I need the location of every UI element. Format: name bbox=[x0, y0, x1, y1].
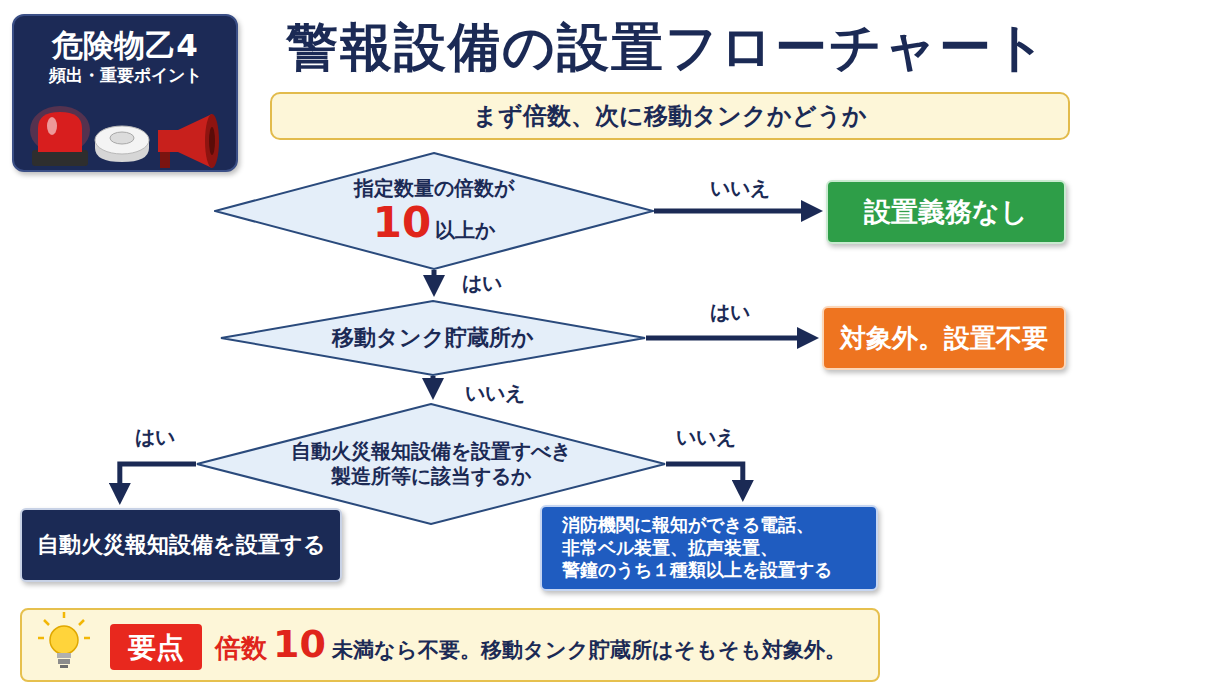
bulb-ray bbox=[44, 620, 49, 625]
edge-label: はい bbox=[462, 270, 502, 297]
text-row: 倍数10未満なら不要。移動タンク貯蔵所はそもそも対象外。 bbox=[215, 624, 846, 666]
speaker-cone bbox=[209, 127, 215, 155]
text-row: 自動火災報知設備を設置する bbox=[37, 531, 326, 559]
result-box: 消防機関に報知ができる電話、 非常ベル装置、拡声装置、 警鐘のうち１種類以上を設… bbox=[540, 505, 878, 591]
text-row: 10以上か bbox=[373, 201, 495, 245]
bulb-ray bbox=[79, 620, 84, 625]
speaker-icon bbox=[158, 114, 219, 168]
node-content: 指定数量の倍数が10以上か bbox=[214, 152, 654, 270]
node-text: 設置義務なし bbox=[864, 195, 1028, 229]
diamond-outline bbox=[214, 152, 654, 270]
node-text: 要点 bbox=[128, 630, 184, 665]
detector-side bbox=[95, 140, 149, 162]
node-text: 未満なら不要。移動タンク貯蔵所はそもそも対象外。 bbox=[332, 637, 846, 663]
node-text: 指定数量の倍数が bbox=[354, 176, 514, 201]
siren-base bbox=[32, 150, 88, 166]
result-box: 自動火災報知設備を設置する bbox=[20, 508, 342, 582]
node-content: 要点 bbox=[110, 624, 202, 670]
node-content: 危険物乙4頻出・重要ポイント bbox=[14, 16, 236, 170]
diamond-shape bbox=[215, 153, 653, 269]
result-box: 対象外。設置不要 bbox=[822, 306, 1066, 370]
edge-label: はい bbox=[135, 424, 175, 451]
decision-diamond: 指定数量の倍数が10以上か bbox=[214, 152, 654, 270]
text-row: 移動タンク貯蔵所か bbox=[332, 324, 534, 352]
lightbulb-icon bbox=[38, 612, 90, 668]
node-content: 移動タンク貯蔵所か bbox=[220, 300, 646, 376]
subtitle-band: まず倍数、次に移動タンクかどうか bbox=[270, 92, 1070, 140]
key-point-tag: 要点 bbox=[110, 624, 202, 670]
text-row: まず倍数、次に移動タンクかどうか bbox=[473, 101, 867, 131]
node-text: 移動タンク貯蔵所か bbox=[332, 324, 534, 352]
flow-arrow bbox=[431, 376, 436, 389]
text-row: 設置義務なし bbox=[864, 195, 1028, 229]
key-point-band: 倍数10未満なら不要。移動タンク貯蔵所はそもそも対象外。要点 bbox=[20, 608, 880, 682]
node-text: 危険物乙4 bbox=[52, 26, 198, 65]
text-row: 対象外。設置不要 bbox=[840, 322, 1048, 355]
node-text: 以上か bbox=[435, 218, 495, 243]
node-text: 消防機関に報知ができる電話、 非常ベル装置、拡声装置、 警鐘のうち１種類以上を設… bbox=[562, 514, 872, 582]
node-content: 設置義務なし bbox=[828, 182, 1064, 242]
flow-arrow bbox=[120, 464, 196, 494]
edge-label: はい bbox=[710, 299, 750, 326]
speaker-mount bbox=[160, 150, 170, 168]
edge-label: いいえ bbox=[676, 424, 736, 451]
speaker-horn bbox=[158, 114, 212, 168]
node-content: まず倍数、次に移動タンクかどうか bbox=[272, 94, 1068, 138]
bulb-tip bbox=[60, 665, 68, 668]
text-row: 自動火災報知設備を設置すべき 製造所等に該当するか bbox=[281, 439, 581, 489]
bulb-base bbox=[57, 653, 71, 658]
bulb-base bbox=[58, 659, 70, 664]
decision-diamond: 移動タンク貯蔵所か bbox=[220, 300, 646, 376]
edge-label: いいえ bbox=[710, 175, 770, 202]
node-text: 対象外。設置不要 bbox=[840, 322, 1048, 355]
node-text: 倍数 bbox=[215, 632, 267, 665]
bulb-ray bbox=[38, 637, 44, 640]
node-text: 10 bbox=[373, 201, 431, 245]
siren-glow bbox=[30, 106, 90, 154]
diamond-shape bbox=[221, 301, 645, 375]
detector-sensor bbox=[110, 132, 134, 144]
speaker-mouth bbox=[205, 114, 219, 168]
siren-icon bbox=[30, 106, 90, 166]
node-text: 頻出・重要ポイント bbox=[49, 65, 202, 86]
edge-label: いいえ bbox=[465, 380, 525, 407]
text-row: 頻出・重要ポイント bbox=[49, 65, 202, 86]
node-text: まず倍数、次に移動タンクかどうか bbox=[473, 101, 867, 131]
text-row: 指定数量の倍数が bbox=[354, 176, 514, 201]
flow-arrow bbox=[654, 209, 812, 214]
text-row: 要点 bbox=[128, 630, 184, 665]
bulb-glass bbox=[50, 626, 78, 654]
node-content: 消防機関に報知ができる電話、 非常ベル装置、拡声装置、 警鐘のうち１種類以上を設… bbox=[542, 507, 876, 589]
flow-arrow bbox=[432, 270, 437, 286]
result-box: 設置義務なし bbox=[826, 180, 1066, 244]
badge-box: 危険物乙4頻出・重要ポイント bbox=[12, 14, 238, 172]
text-row: 消防機関に報知ができる電話、 非常ベル装置、拡声装置、 警鐘のうち１種類以上を設… bbox=[562, 514, 872, 582]
node-content: 自動火災報知設備を設置する bbox=[22, 510, 340, 580]
chart-title: 警報設備の設置フローチャート bbox=[272, 14, 1062, 80]
siren-highlight bbox=[47, 117, 57, 135]
text-row: 危険物乙4 bbox=[52, 26, 198, 65]
node-text: 自動火災報知設備を設置する bbox=[37, 531, 326, 559]
flow-arrow bbox=[646, 336, 808, 341]
bulb-ray bbox=[63, 612, 66, 618]
siren-dome bbox=[38, 112, 82, 152]
node-content: 対象外。設置不要 bbox=[824, 308, 1064, 368]
node-text: 10 bbox=[273, 624, 326, 666]
flow-arrow bbox=[666, 464, 743, 491]
bulb-ray bbox=[84, 637, 90, 640]
detector-face bbox=[95, 126, 149, 154]
smoke-detector-icon bbox=[95, 126, 149, 162]
node-text: 自動火災報知設備を設置すべき 製造所等に該当するか bbox=[281, 439, 581, 489]
